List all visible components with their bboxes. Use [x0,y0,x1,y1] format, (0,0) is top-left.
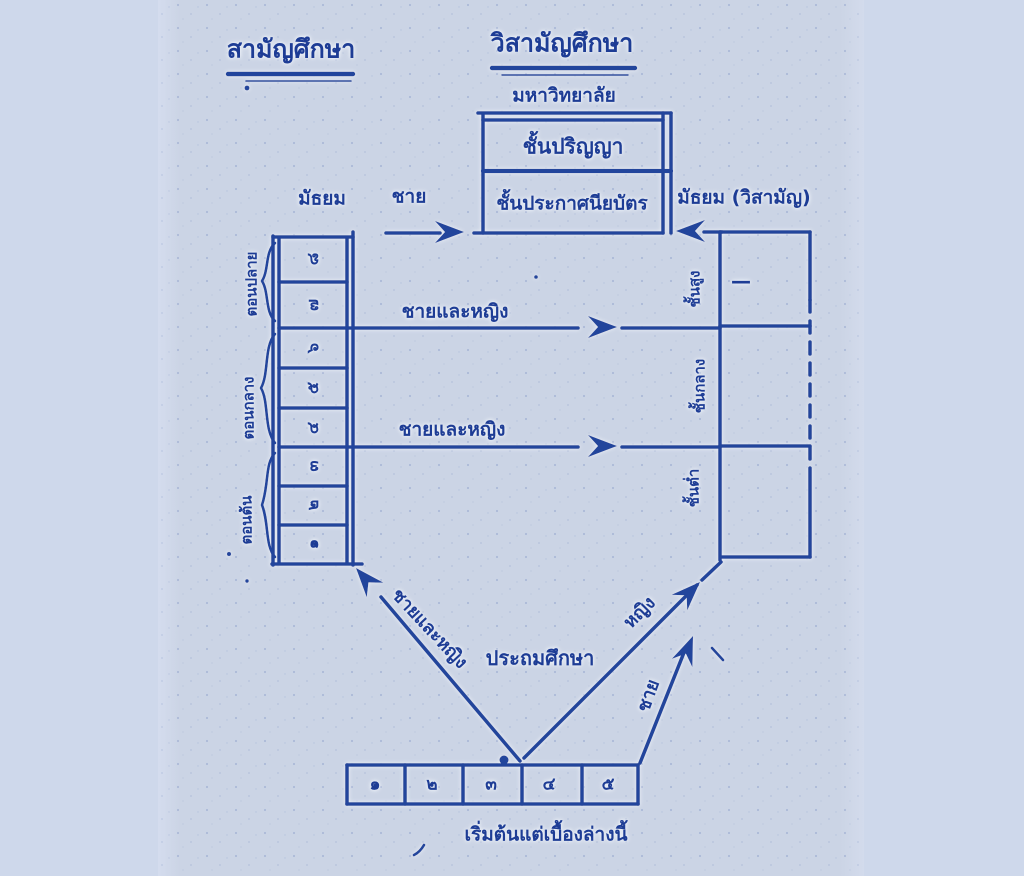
university-label: มหาวิทยาลัย [512,84,616,107]
bottom-grade-2: ๒ [426,774,438,795]
grade-cell-8: ๘ [303,252,322,266]
secondary-right-header: มัธยม (วิสามัญ) [677,186,811,209]
middle-arrow-lines [277,316,722,457]
bottom-caption: เริ่มต้นแต่เบื้องล่างนี้ [464,823,628,846]
bottom-grade-3: ๓ [485,774,497,795]
group-label-middle: ตอนกลาง [239,376,258,440]
grade-cell-1: ๑ [303,538,322,550]
degree-level-label: ชั้นปริญญา [522,134,624,159]
arrow-label-top-male: ชาย [391,185,427,208]
grade-cell-6: ๖ [303,342,322,354]
page-title-left: สามัญศึกษา [226,34,356,64]
arrow-label-mid-lower: ชายและหญิง [398,418,506,441]
arrow-label-mid-upper: ชายและหญิง [401,300,509,323]
grade-cell-4: ๔ [303,421,322,435]
left-grade-column-lines [270,230,364,567]
title-underlines [225,65,638,91]
grade-cell-5: ๕ [303,381,322,395]
certificate-level-label: ชั้นประกาศนียบัตร [496,192,648,215]
grade-cell-7: ๗ [303,298,322,312]
primary-education-label: ประถมศึกษา [485,646,595,670]
page-title-right: วิสามัญศึกษา [490,28,634,58]
diagonal-arrow-lines [347,560,725,765]
bottom-grade-1: ๑ [369,774,381,795]
bottom-grade-4: ๔ [542,774,556,795]
right-level-high: ชั้นสูง [685,270,704,308]
degree-box-lines [472,111,674,235]
right-top-cell-dash: — [731,269,751,293]
group-label-lower: ตอนต้น [237,495,256,545]
group-braces [259,241,277,559]
right-level-middle: ชั้นกลาง [690,358,709,414]
stray-marks [227,275,538,583]
group-label-upper: ตอนปลาย [242,251,261,317]
bottom-grade-5: ๕ [601,774,615,795]
right-level-low: ชั้นต่ำ [684,468,703,508]
secondary-left-header: มัธยม [298,187,346,210]
grade-cell-2: ๒ [303,499,322,511]
right-column-box-lines [718,230,812,562]
paper-speckle-texture [158,0,864,876]
grade-cell-3: ๓ [303,460,322,472]
bottom-row-lines [345,763,640,857]
